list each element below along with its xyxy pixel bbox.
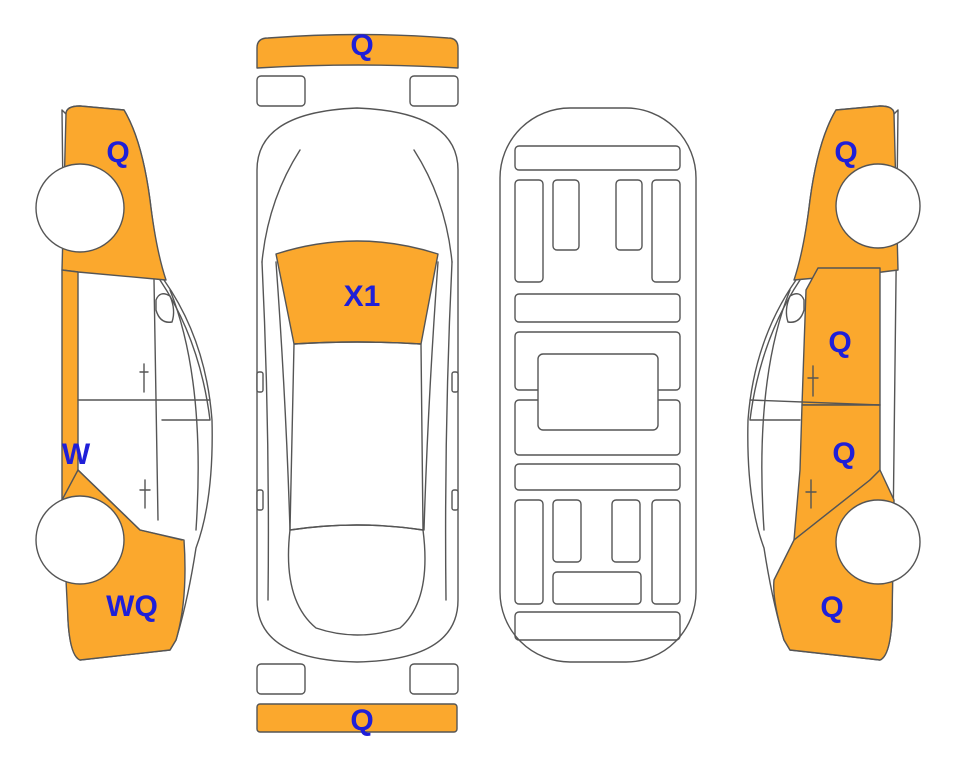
left-rear-wheel — [35, 495, 125, 585]
right-front-fender-label: Q — [834, 136, 857, 169]
left-door-front — [153, 279, 159, 521]
under-part — [552, 179, 580, 251]
right-rear-handle-icon — [805, 479, 817, 509]
front-bumper-label: Q — [350, 29, 373, 62]
rear-left-light — [256, 663, 306, 695]
left-window-rear — [169, 289, 199, 531]
side-window-right — [423, 261, 439, 531]
left-rear-handle-icon — [139, 479, 151, 509]
side-window-left — [275, 261, 291, 531]
right-window-line — [749, 279, 801, 421]
left-side-sill-label: W — [62, 438, 91, 471]
rear-window — [287, 524, 426, 636]
hood-line-left — [261, 149, 301, 263]
rear-right-light — [409, 663, 459, 695]
right-rear-wheel — [835, 499, 921, 585]
a-pillar-left — [261, 261, 270, 601]
handle-left — [256, 489, 264, 511]
roof-outline — [289, 341, 424, 531]
right-front-wheel — [835, 163, 921, 249]
rear-bumper-label: Q — [350, 704, 373, 737]
left-side-view — [35, 105, 213, 661]
under-part — [552, 499, 582, 563]
left-rear-quarter-label: WQ — [106, 590, 158, 623]
right-front-handle-icon — [807, 365, 819, 397]
under-part — [611, 499, 641, 563]
top-view — [256, 33, 459, 733]
handle-right — [451, 489, 459, 511]
underside-view — [499, 107, 697, 663]
left-front-handle-icon — [139, 363, 149, 393]
under-center-box — [537, 353, 659, 431]
right-door-line — [749, 399, 881, 406]
front-right-light — [409, 75, 459, 107]
hood-line-right — [413, 149, 453, 263]
left-mirror — [155, 293, 175, 323]
under-part — [514, 499, 544, 605]
damage-labels: Q X1 Q Q W WQ Q Q Q Q — [62, 29, 858, 737]
under-part — [514, 463, 681, 491]
left-window-line — [159, 279, 211, 421]
under-part — [514, 145, 681, 171]
front-bumper-panel[interactable] — [256, 33, 459, 69]
under-part — [615, 179, 643, 251]
left-front-fender-label: Q — [106, 136, 129, 169]
under-part — [514, 179, 544, 283]
under-part — [651, 499, 681, 605]
left-front-wheel — [35, 163, 125, 253]
right-front-door-label: Q — [828, 326, 851, 359]
right-side-view — [747, 105, 921, 661]
a-pillar-right — [444, 261, 453, 601]
right-rear-quarter-label: Q — [820, 591, 843, 624]
mirror-left — [256, 371, 264, 393]
under-part — [514, 611, 681, 641]
left-door-rear — [77, 469, 183, 541]
under-part — [514, 293, 681, 323]
underside-outline — [499, 107, 697, 663]
right-rear-door-label: Q — [832, 437, 855, 470]
top-body-outline — [256, 107, 459, 663]
right-mirror — [785, 293, 805, 323]
right-window-rear — [761, 289, 791, 531]
front-left-light — [256, 75, 306, 107]
under-part — [651, 179, 681, 283]
mirror-right — [451, 371, 459, 393]
rear-bumper-panel[interactable] — [256, 703, 458, 733]
windshield-label: X1 — [344, 280, 381, 313]
under-part — [552, 571, 642, 605]
